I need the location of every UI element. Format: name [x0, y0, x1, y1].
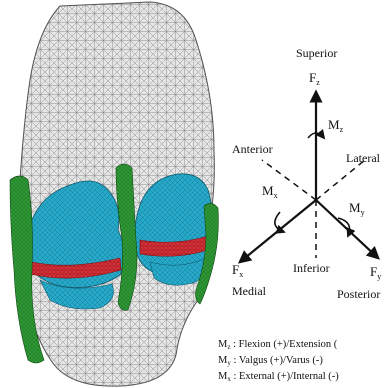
- fx-axis: [240, 200, 316, 262]
- my-label: My: [349, 200, 365, 217]
- fy-axis: [316, 200, 378, 258]
- lateral-dashed-axis: [316, 160, 365, 200]
- fx-label: Fx: [232, 262, 243, 279]
- anterior-label: Anterior: [232, 142, 273, 156]
- legend-mz: Mz : Flexion (+)/Extension (: [218, 339, 337, 351]
- fz-label: Fz: [309, 70, 320, 87]
- knee-model: [10, 2, 218, 386]
- coordinate-system: [240, 92, 378, 262]
- legend-my: My : Valgus (+)/Varus (-): [218, 355, 323, 367]
- mx-moment-arrow: [275, 212, 284, 232]
- superior-label: Superior: [296, 46, 337, 60]
- axis-labels: Superior Fz Mz Anterior Lateral Mx My In…: [232, 46, 381, 301]
- legend-mx: Mx : External (+)/Internal (-): [218, 371, 339, 383]
- lateral-label: Lateral: [346, 151, 381, 165]
- medial-label: Medial: [232, 284, 267, 298]
- inferior-label: Inferior: [293, 261, 330, 275]
- posterior-label: Posterior: [337, 287, 380, 301]
- mx-label: Mx: [262, 183, 278, 200]
- mz-label: Mz: [328, 117, 344, 134]
- fy-label: Fy: [370, 264, 381, 281]
